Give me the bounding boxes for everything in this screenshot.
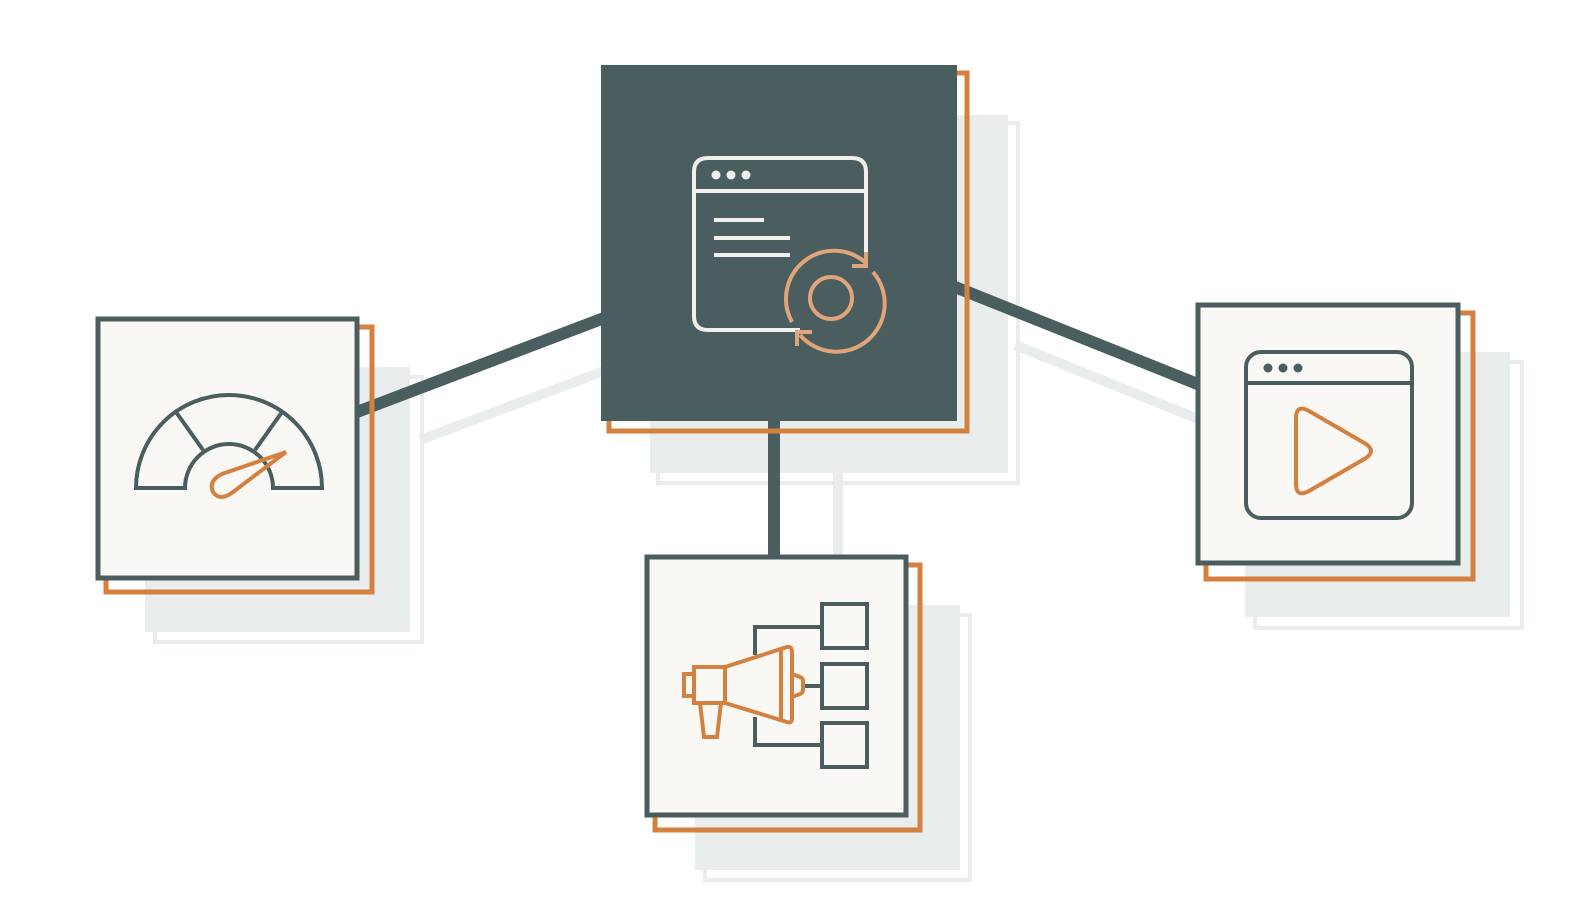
browser-settings-gear-icon xyxy=(692,156,887,354)
right-node xyxy=(1195,302,1476,582)
bottom-node xyxy=(644,554,923,833)
connector-left xyxy=(354,312,607,418)
connectors xyxy=(354,281,1203,558)
connector-right xyxy=(952,281,1203,391)
left-node xyxy=(95,316,375,595)
megaphone-distribution-icon xyxy=(682,602,869,769)
browser-video-play-icon xyxy=(1244,350,1414,520)
speedometer-gauge-icon xyxy=(133,393,325,499)
center-node xyxy=(601,65,970,434)
